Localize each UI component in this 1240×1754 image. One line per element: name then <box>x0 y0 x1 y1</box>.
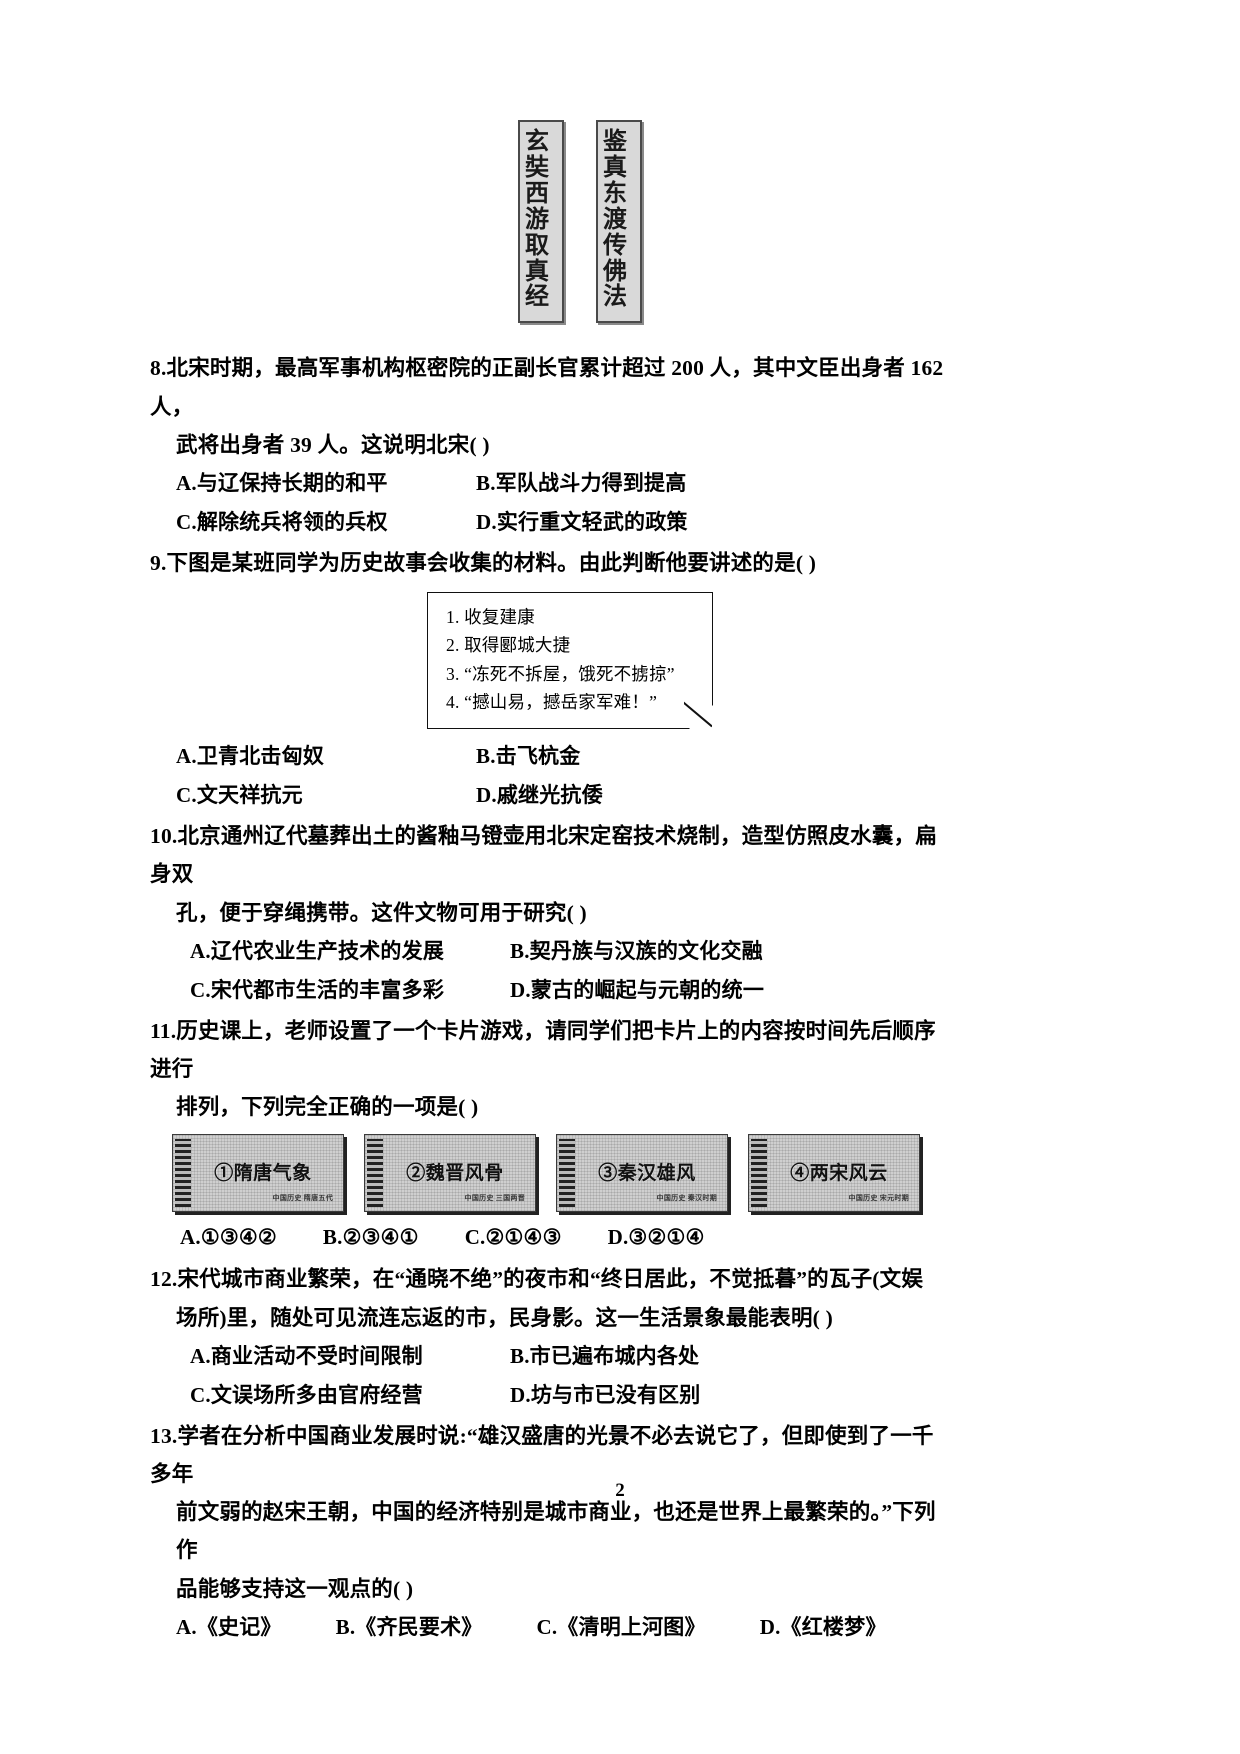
question-8-stem-cont: 武将出身者 39 人。这说明北宋( ) <box>176 432 490 457</box>
question-11-option-d[interactable]: D.③②①④ <box>607 1225 705 1250</box>
note-card: 1. 收复建康 2. 取得郾城大捷 3. “冻死不拆屋，饿死不掳掠” 4. “撼… <box>427 592 714 730</box>
banner-xuanzang: 玄奘西游取真经 <box>518 120 564 324</box>
history-card-4: ④两宋风云 中国历史 宋元时期 <box>748 1134 920 1213</box>
history-card-4-sub: 中国历史 宋元时期 <box>848 1193 909 1202</box>
question-10-stem-cont: 孔，便于穿绳携带。这件文物可用于研究( ) <box>176 900 587 925</box>
question-13-option-b[interactable]: B.《齐民要术》 <box>335 1614 483 1639</box>
question-11-option-c[interactable]: C.②①④③ <box>464 1225 562 1250</box>
question-9-option-c[interactable]: C.文天祥抗元 <box>176 783 303 808</box>
history-card-3: ③秦汉雄风 中国历史 秦汉时期 <box>556 1134 728 1213</box>
note-card-line-4: 4. “撼山易，撼岳家军难！” <box>446 692 658 713</box>
note-card-line-3: 3. “冻死不拆屋，饿死不掳掠” <box>446 663 675 684</box>
question-11-option-a[interactable]: A.①③④② <box>180 1225 277 1250</box>
question-13-option-c[interactable]: C.《清明上河图》 <box>536 1614 706 1639</box>
question-8-options-row-2: C.解除统兵将领的兵权 D.实行重文轻武的政策 <box>150 503 950 542</box>
question-13-options: A.《史记》 B.《齐民要术》 C.《清明上河图》 D.《红楼梦》 <box>150 1608 950 1648</box>
card-spine-icon <box>559 1139 575 1208</box>
question-9-figure: 1. 收复建康 2. 取得郾城大捷 3. “冻死不拆屋，饿死不掳掠” 4. “撼… <box>150 592 950 730</box>
page-number: 2 <box>615 1480 625 1501</box>
question-12: 12.宋代城市商业繁荣，在“通晓不绝”的夜市和“终日居此，不觉抵暮”的瓦子(文娱… <box>150 1260 950 1414</box>
question-13-option-a[interactable]: A.《史记》 <box>176 1614 282 1639</box>
question-9-option-b[interactable]: B.击飞杭金 <box>476 744 581 769</box>
banner-figure: 玄奘西游取真经 鉴真东渡传佛法 <box>150 120 950 324</box>
question-10-options-row-2: C.宋代都市生活的丰富多彩 D.蒙古的崛起与元朝的统一 <box>150 971 950 1010</box>
question-13-stem-cont-3: 品能够支持这一观点的( ) <box>176 1576 414 1601</box>
question-12-option-c[interactable]: C.文误场所多由官府经营 <box>190 1382 423 1407</box>
history-card-1: ①隋唐气象 中国历史 隋唐五代 <box>172 1134 344 1213</box>
question-10-option-c[interactable]: C.宋代都市生活的丰富多彩 <box>190 977 445 1002</box>
question-9-stem: 9.下图是某班同学为历史故事会收集的材料。由此判断他要讲述的是( ) <box>150 550 817 575</box>
question-12-option-d[interactable]: D.坊与市已没有区别 <box>510 1382 701 1407</box>
question-12-stem-cont: 场所)里，随处可见流连忘返的市，民身影。这一生活景象最能表明( ) <box>176 1305 833 1330</box>
question-10-stem: 10.北京通州辽代墓葬出土的酱釉马镫壶用北宋定窑技术烧制，造型仿照皮水囊，扁身双 <box>150 824 937 887</box>
history-card-3-label: ③秦汉雄风 <box>598 1162 696 1184</box>
question-8-options-row-1: A.与辽保持长期的和平 B.军队战斗力得到提高 <box>150 464 950 503</box>
question-8-option-c[interactable]: C.解除统兵将领的兵权 <box>176 509 388 534</box>
question-8-option-d[interactable]: D.实行重文轻武的政策 <box>476 509 688 534</box>
question-11-stem: 11.历史课上，老师设置了一个卡片游戏，请同学们把卡片上的内容按时间先后顺序进行 <box>150 1018 936 1081</box>
card-spine-icon <box>367 1139 383 1208</box>
question-12-option-a[interactable]: A.商业活动不受时间限制 <box>190 1343 423 1368</box>
question-13-option-d[interactable]: D.《红楼梦》 <box>759 1614 887 1639</box>
history-card-1-label: ①隋唐气象 <box>214 1162 312 1184</box>
question-11-stem-cont: 排列，下列完全正确的一项是( ) <box>176 1095 479 1120</box>
question-13-stem-cont-2: 前文弱的赵宋王朝，中国的经济特别是城市商业，也还是世界上最繁荣的。”下列作 <box>176 1500 936 1563</box>
question-9-option-d[interactable]: D.戚继光抗倭 <box>476 783 603 808</box>
history-card-3-sub: 中国历史 秦汉时期 <box>656 1193 717 1202</box>
question-13-stem: 13.学者在分析中国商业发展时说:“雄汉盛唐的光景不必去说它了，但即使到了一千多… <box>150 1423 934 1486</box>
question-9: 9.下图是某班同学为历史故事会收集的材料。由此判断他要讲述的是( ) 1. 收复… <box>150 544 950 815</box>
question-12-options-row-2: C.文误场所多由官府经营 D.坊与市已没有区别 <box>150 1376 950 1415</box>
question-12-options-row-1: A.商业活动不受时间限制 B.市已遍布城内各处 <box>150 1337 950 1376</box>
question-11: 11.历史课上，老师设置了一个卡片游戏，请同学们把卡片上的内容按时间先后顺序进行… <box>150 1012 950 1259</box>
question-11-options: A.①③④② B.②③④① C.②①④③ D.③②①④ <box>150 1218 950 1258</box>
question-9-options-row-1: A.卫青北击匈奴 B.击飞杭金 <box>150 737 950 776</box>
question-12-option-b[interactable]: B.市已遍布城内各处 <box>510 1343 700 1368</box>
question-10-option-b[interactable]: B.契丹族与汉族的文化交融 <box>510 938 763 963</box>
question-12-stem: 12.宋代城市商业繁荣，在“通晓不绝”的夜市和“终日居此，不觉抵暮”的瓦子(文娱 <box>150 1267 924 1292</box>
question-13: 13.学者在分析中国商业发展时说:“雄汉盛唐的光景不必去说它了，但即使到了一千多… <box>150 1417 950 1648</box>
card-spine-icon <box>175 1139 191 1208</box>
history-card-4-label: ④两宋风云 <box>790 1162 888 1184</box>
history-card-2-sub: 中国历史 三国两晋 <box>464 1193 525 1202</box>
question-10-option-d[interactable]: D.蒙古的崛起与元朝的统一 <box>510 977 765 1002</box>
page-fold-edge-icon <box>684 700 712 728</box>
question-8-stem: 8.北宋时期，最高军事机构枢密院的正副长官累计超过 200 人，其中文臣出身者 … <box>150 356 944 419</box>
question-9-option-a[interactable]: A.卫青北击匈奴 <box>176 744 325 769</box>
banner-xuanzang-text: 玄奘西游取真经 <box>525 129 549 311</box>
banner-jianzhen: 鉴真东渡传佛法 <box>596 120 642 324</box>
question-9-options-row-2: C.文天祥抗元 D.戚继光抗倭 <box>150 776 950 815</box>
history-card-1-sub: 中国历史 隋唐五代 <box>272 1193 333 1202</box>
note-card-line-1: 1. 收复建康 <box>446 607 535 628</box>
history-card-2-label: ②魏晋风骨 <box>406 1162 504 1184</box>
question-8: 8.北宋时期，最高军事机构枢密院的正副长官累计超过 200 人，其中文臣出身者 … <box>150 349 950 541</box>
question-11-option-b[interactable]: B.②③④① <box>322 1225 419 1250</box>
question-11-card-figure: ①隋唐气象 中国历史 隋唐五代 ②魏晋风骨 中国历史 三国两晋 ③秦汉雄风 中国… <box>150 1134 920 1213</box>
banner-jianzhen-text: 鉴真东渡传佛法 <box>603 129 627 311</box>
history-card-2: ②魏晋风骨 中国历史 三国两晋 <box>364 1134 536 1213</box>
note-card-line-2: 2. 取得郾城大捷 <box>446 635 571 656</box>
card-spine-icon <box>751 1139 767 1208</box>
question-8-option-b[interactable]: B.军队战斗力得到提高 <box>476 471 687 496</box>
page-content: 玄奘西游取真经 鉴真东渡传佛法 8.北宋时期，最高军事机构枢密院的正副长官累计超… <box>150 120 950 1650</box>
question-8-option-a[interactable]: A.与辽保持长期的和平 <box>176 471 388 496</box>
question-10-options-row-1: A.辽代农业生产技术的发展 B.契丹族与汉族的文化交融 <box>150 932 950 971</box>
question-10: 10.北京通州辽代墓葬出土的酱釉马镫壶用北宋定窑技术烧制，造型仿照皮水囊，扁身双… <box>150 817 950 1009</box>
question-10-option-a[interactable]: A.辽代农业生产技术的发展 <box>190 938 445 963</box>
